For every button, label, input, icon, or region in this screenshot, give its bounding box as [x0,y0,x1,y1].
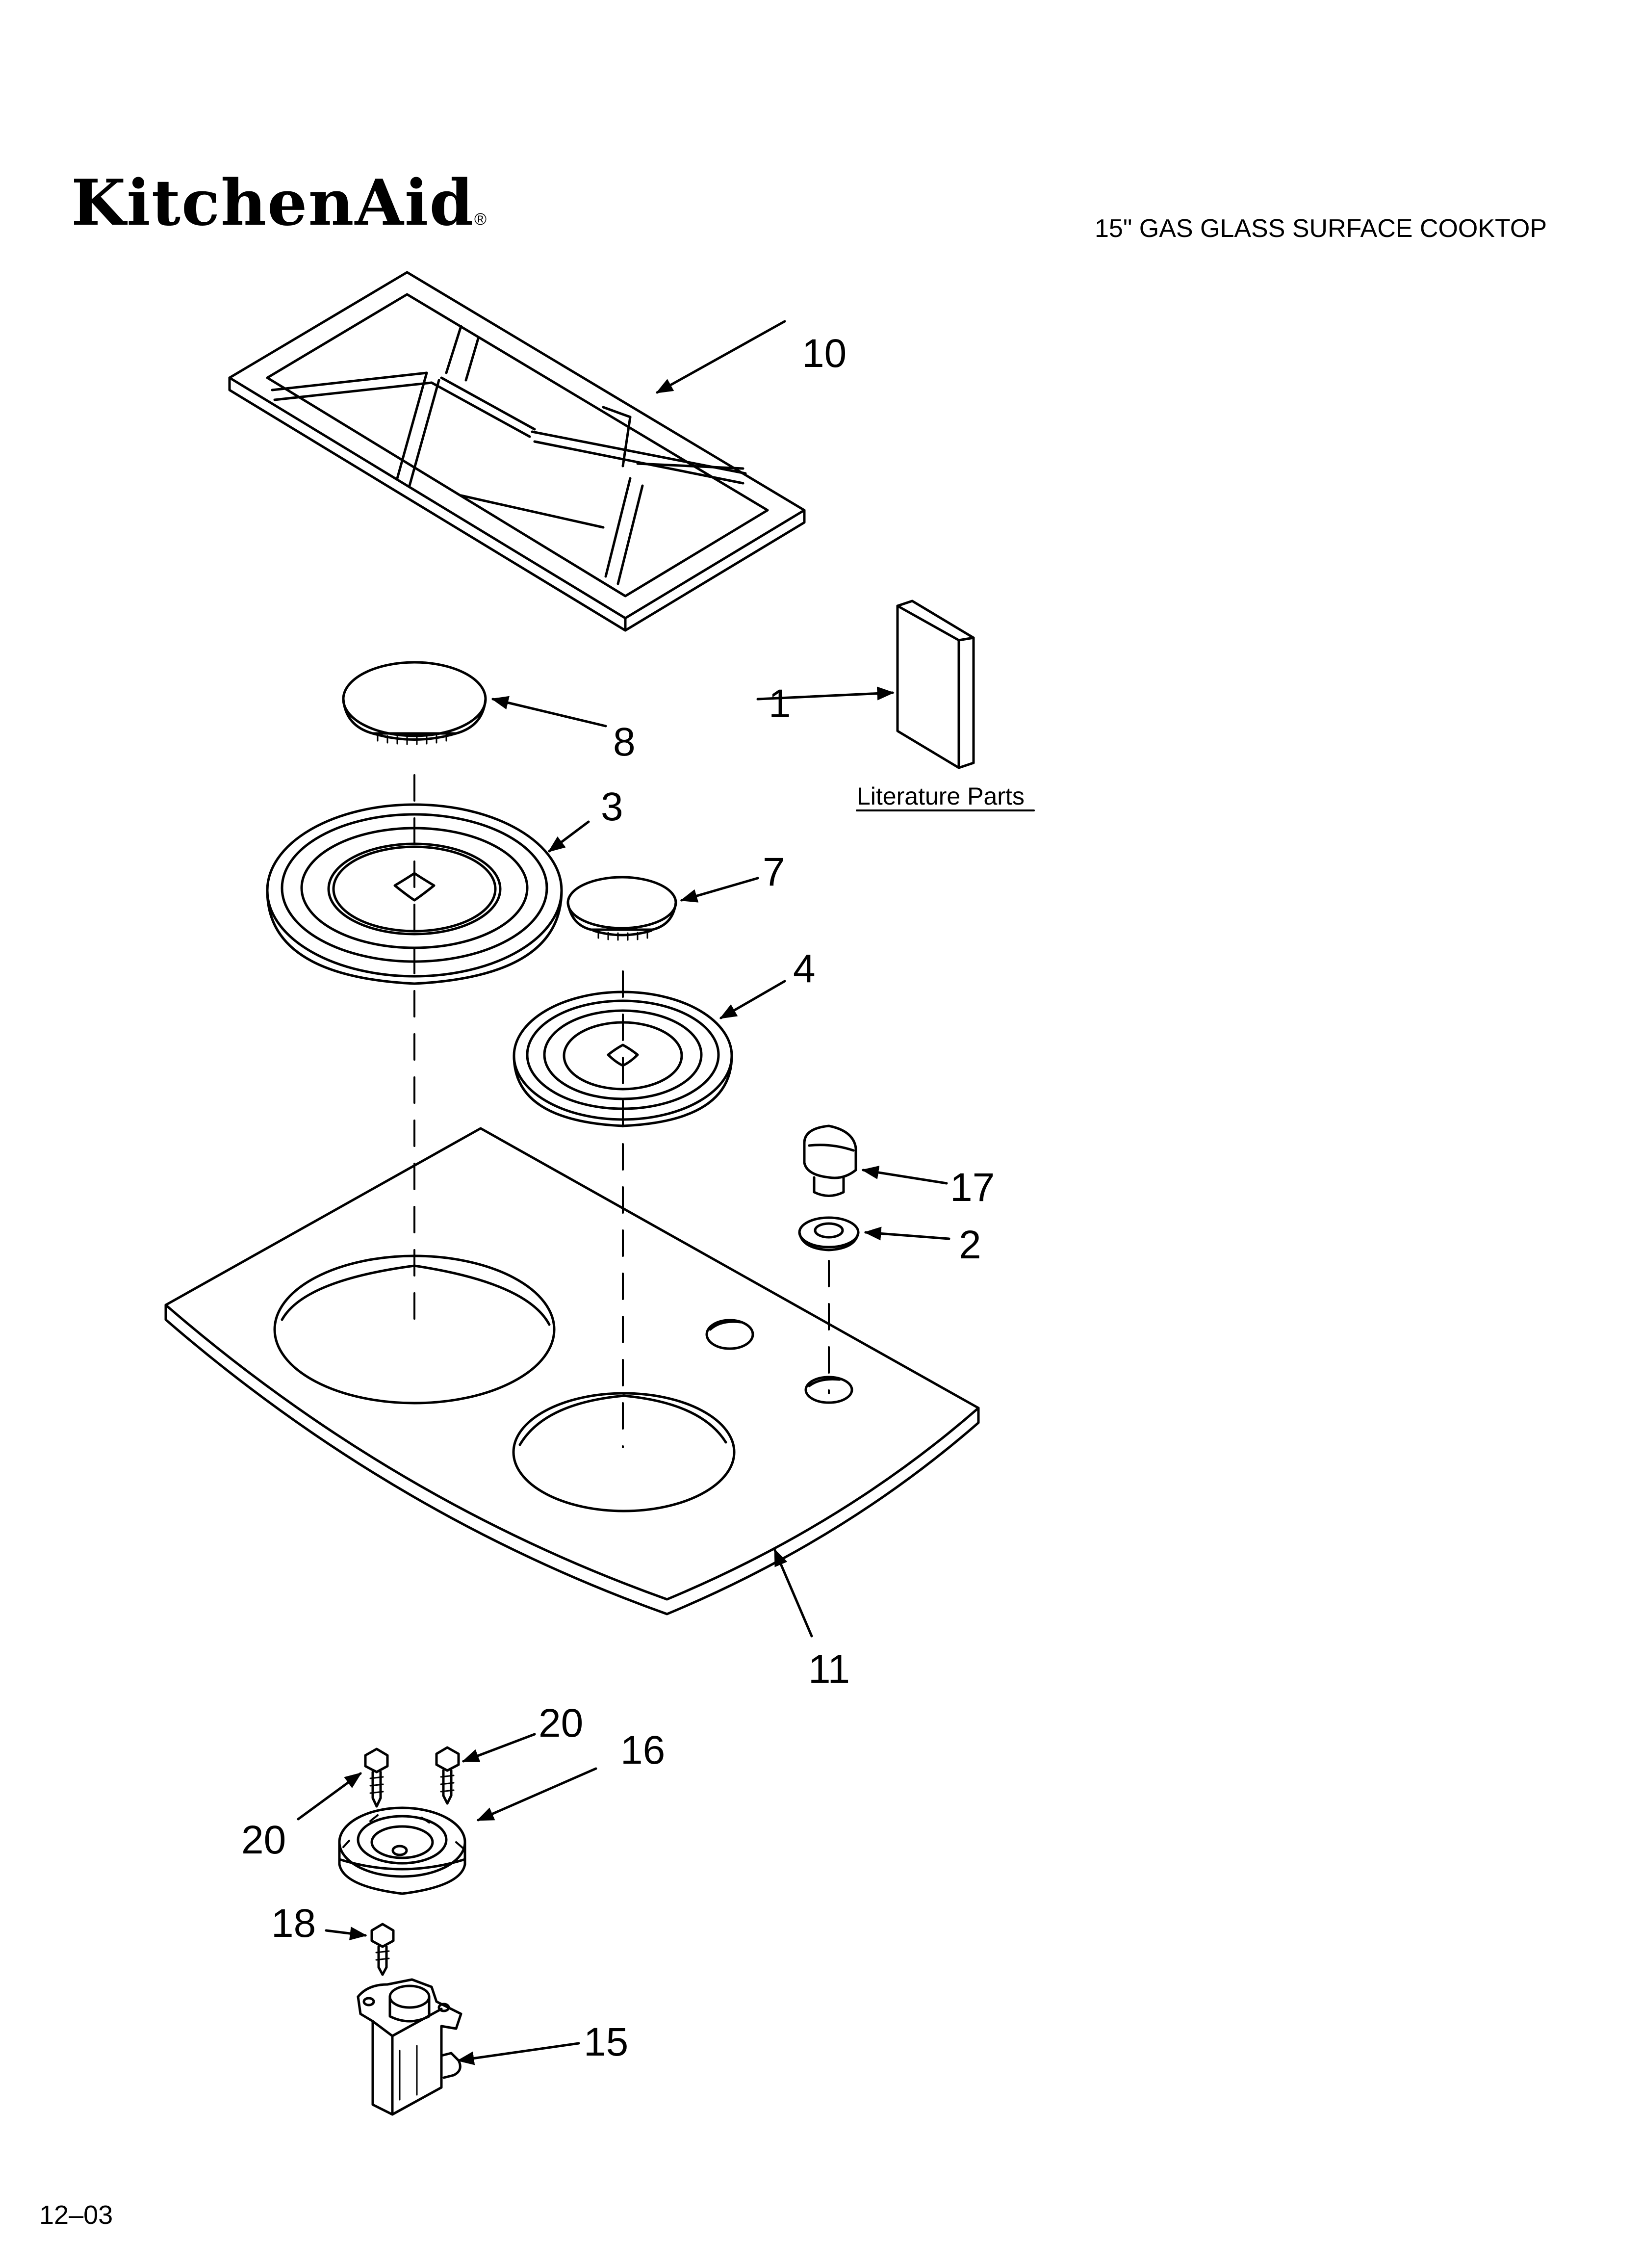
page-title: 15" GAS GLASS SURFACE COOKTOP [1095,214,1547,243]
callout-17: 17 [950,1165,995,1210]
control-knob [803,1124,857,1197]
literature-booklet [896,600,975,769]
kitchenaid-logo: KitchenAid® [71,166,487,240]
large-burner-cap [342,661,487,745]
callout-2: 2 [959,1223,981,1267]
callout-15: 15 [584,2020,628,2064]
callout-3: 3 [601,784,623,829]
burner-base [338,1806,466,1895]
callout-11: 11 [808,1647,850,1692]
grate-part [228,271,806,632]
leader-arrows [297,320,950,2065]
burner-valve [357,1978,462,2116]
callout-labels: 10 1 8 3 7 4 17 2 11 20 16 20 18 15 [241,331,995,2064]
alignment-lines [413,774,830,1448]
callout-10: 10 [802,331,847,376]
callout-1: 1 [769,681,791,726]
date-code: 12–03 [39,2200,113,2230]
callout-8: 8 [613,720,636,764]
callout-20-left: 20 [241,1818,286,1862]
callout-16: 16 [620,1728,665,1773]
screw-right [435,1746,460,1805]
literature-parts-label: Literature Parts [857,782,1025,810]
small-burner-cap [566,876,677,941]
cooktop-glass-part [164,1127,980,1616]
callout-4: 4 [793,946,816,991]
knob-bezel [798,1216,860,1251]
callout-7: 7 [763,850,785,894]
callout-18: 18 [271,1901,316,1946]
screw-left [364,1747,389,1808]
callout-20-right: 20 [539,1701,583,1746]
screw-small [370,1923,395,1976]
